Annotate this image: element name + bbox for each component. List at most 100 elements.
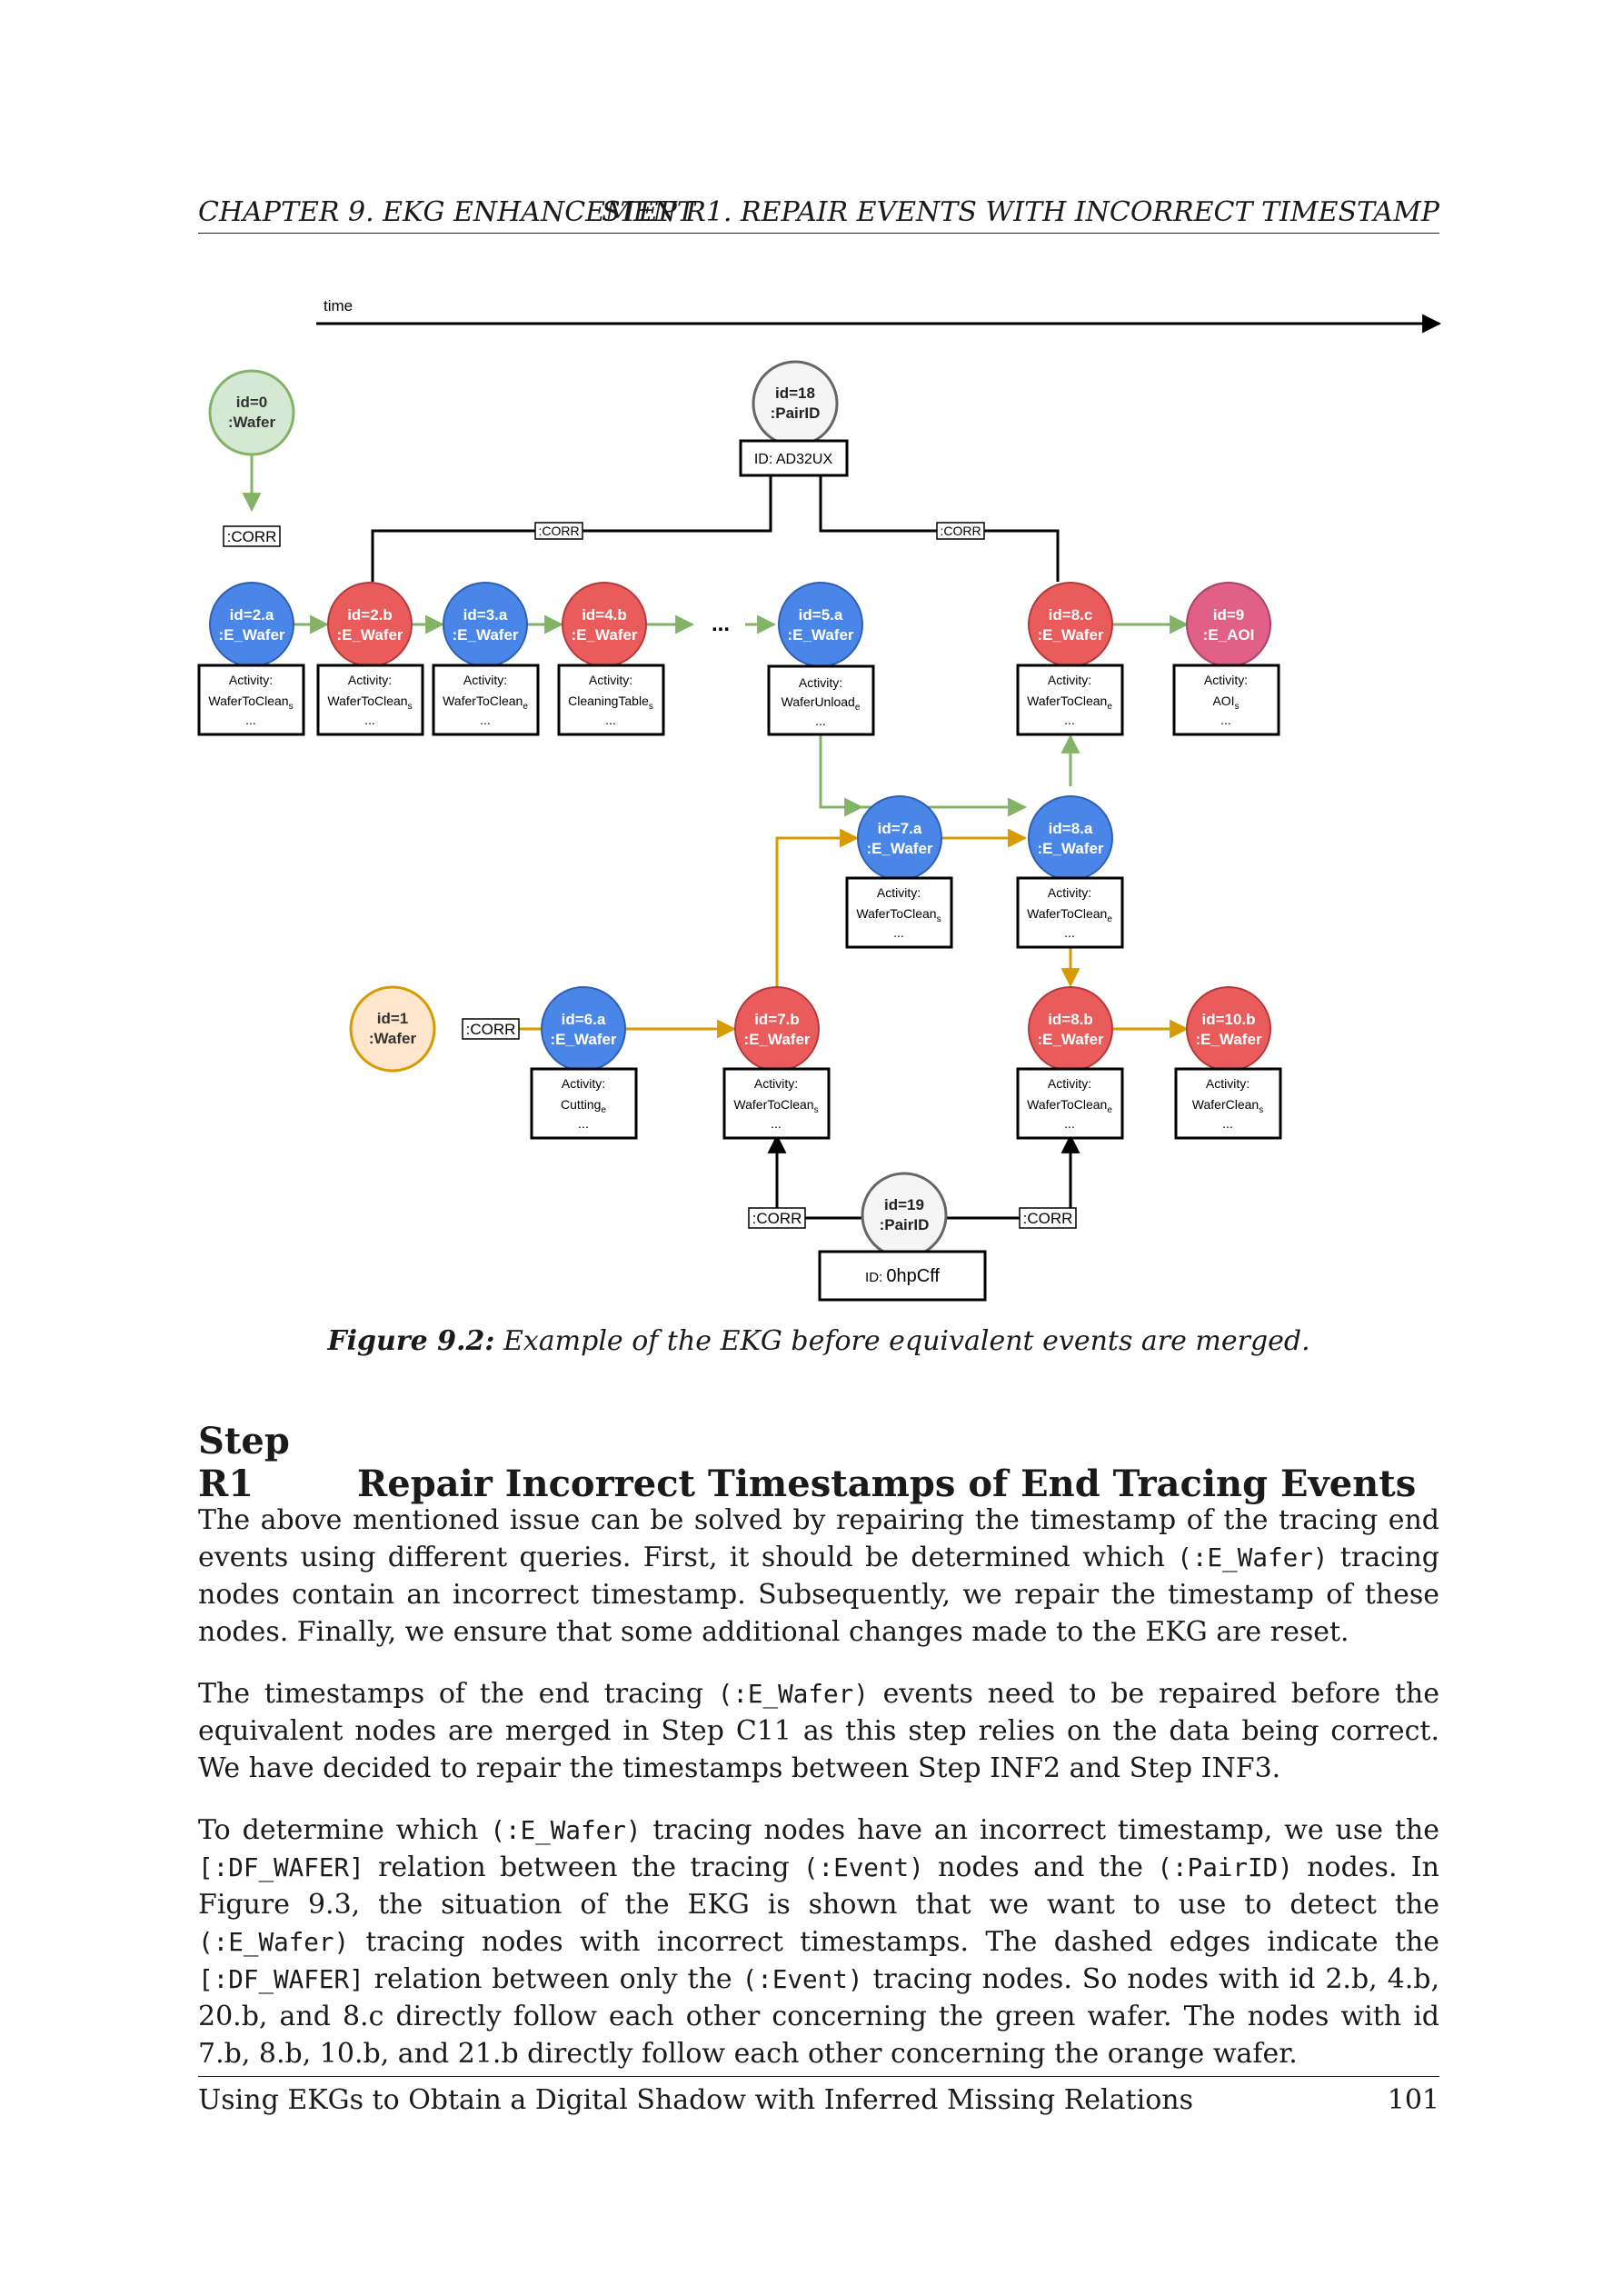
edge-19-to-7b	[767, 1133, 863, 1220]
svg-text:AOIs: AOIs	[1212, 694, 1239, 712]
svg-text:Activity:: Activity:	[754, 1076, 798, 1091]
svg-text:Activity:: Activity:	[799, 675, 842, 690]
svg-text:...: ...	[815, 714, 826, 728]
svg-text::E_Wafer: :E_Wafer	[550, 1031, 616, 1048]
svg-text::E_Wafer: :E_Wafer	[452, 626, 518, 644]
inline-code: (:E_Wafer)	[1177, 1542, 1329, 1572]
svg-text:id=5.a: id=5.a	[799, 606, 843, 624]
figure-caption: Figure 9.2: Example of the EKG before eq…	[198, 1325, 1439, 1357]
svg-text::E_Wafer: :E_Wafer	[571, 626, 637, 644]
inline-code: (:Event)	[802, 1852, 924, 1882]
svg-text::PairID: :PairID	[771, 404, 821, 422]
paragraph-2: The timestamps of the end tracing (:E_Wa…	[198, 1678, 1439, 1784]
node-event-5a: id=5.a :E_Wafer Activity: WaferUnloade .…	[767, 582, 875, 736]
node-event-8b: id=8.b :E_Wafer Activity: WaferToCleane …	[1016, 986, 1124, 1140]
svg-text:WaferToCleans: WaferToCleans	[733, 1097, 818, 1115]
edge-2b-to-18	[371, 446, 781, 582]
svg-text::E_AOI: :E_AOI	[1203, 626, 1255, 644]
svg-text::E_Wafer: :E_Wafer	[743, 1031, 810, 1048]
svg-text:id=6.a: id=6.a	[562, 1011, 606, 1028]
svg-text:id=10.b: id=10.b	[1201, 1011, 1255, 1028]
header-section: STEP R1. REPAIR EVENTS WITH INCORRECT TI…	[602, 196, 1439, 228]
svg-text:...: ...	[245, 713, 256, 727]
svg-text::E_Wafer: :E_Wafer	[866, 840, 932, 857]
node-event-7a: id=7.a :E_Wafer Activity: WaferToCleans …	[845, 795, 953, 949]
paragraph-1: The above mentioned issue can be solved …	[198, 1504, 1440, 1648]
footer-title: Using EKGs to Obtain a Digital Shadow wi…	[198, 2084, 1193, 2116]
svg-text:...: ...	[364, 713, 375, 727]
svg-text::E_Wafer: :E_Wafer	[1037, 840, 1103, 857]
svg-text:...: ...	[893, 925, 904, 940]
corr-label: :CORR	[538, 524, 579, 538]
figure-9-2: time :CORR :CORR :CORR	[182, 291, 1454, 1323]
inline-code: (:PairID)	[1157, 1852, 1293, 1882]
svg-text:WaferToCleans: WaferToCleans	[327, 694, 412, 712]
pairid-18-property: ID: AD32UX	[754, 452, 833, 467]
svg-text:id=4.b: id=4.b	[582, 606, 627, 624]
svg-text:...: ...	[605, 713, 616, 727]
svg-text:Activity:: Activity:	[229, 673, 273, 687]
svg-text::E_Wafer: :E_Wafer	[218, 626, 284, 644]
time-label: time	[324, 297, 353, 314]
node-event-2b: id=2.b :E_Wafer Activity: WaferToCleans …	[316, 582, 424, 736]
svg-text:WaferToCleane: WaferToCleane	[1027, 906, 1112, 924]
svg-text:...: ...	[1064, 1116, 1075, 1131]
caption-label: Figure 9.2:	[327, 1325, 495, 1357]
inline-code: (:E_Wafer)	[490, 1815, 642, 1845]
svg-text:WaferCleans: WaferCleans	[1192, 1097, 1263, 1115]
svg-text:Activity:: Activity:	[1048, 885, 1091, 900]
svg-text:...: ...	[1064, 713, 1075, 727]
svg-text:Activity:: Activity:	[463, 673, 507, 687]
svg-text:id=8.a: id=8.a	[1049, 820, 1093, 837]
svg-text:id=3.a: id=3.a	[463, 606, 508, 624]
inline-code: [:DF_WAFER]	[198, 1852, 364, 1882]
node-event-3a: id=3.a :E_Wafer Activity: WaferToCleane …	[432, 582, 540, 736]
svg-text:...: ...	[1064, 925, 1075, 940]
corr-label: :CORR	[752, 1210, 802, 1227]
svg-text:id=19: id=19	[884, 1196, 924, 1213]
svg-text:...: ...	[771, 1116, 782, 1131]
svg-text:...: ...	[480, 713, 491, 727]
node-event-4b: id=4.b :E_Wafer Activity: CleaningTables…	[557, 582, 665, 736]
running-header: CHAPTER 9. EKG ENHANCEMENT STEP R1. REPA…	[198, 196, 1439, 234]
inline-code: [:DF_WAFER]	[198, 1964, 364, 1994]
svg-text::E_Wafer: :E_Wafer	[336, 626, 403, 644]
svg-text:Activity:: Activity:	[589, 673, 632, 687]
header-chapter: CHAPTER 9. EKG ENHANCEMENT	[198, 196, 695, 228]
ellipsis: ...	[712, 612, 730, 636]
page-footer: Using EKGs to Obtain a Digital Shadow wi…	[198, 2076, 1439, 2116]
svg-text:WaferToCleans: WaferToCleans	[208, 694, 293, 712]
edge-5a-to-7a	[819, 734, 864, 817]
svg-text:id=8.b: id=8.b	[1048, 1011, 1093, 1028]
inline-code: (:E_Wafer)	[717, 1679, 869, 1709]
inline-code: (:E_Wafer)	[198, 1927, 350, 1957]
svg-text:...: ...	[1220, 713, 1231, 727]
svg-text:id=1: id=1	[377, 1010, 409, 1027]
corr-label: :CORR	[466, 1021, 516, 1038]
svg-text:Activity:: Activity:	[1204, 673, 1248, 687]
node-pairid-18: id=18 :PairID ID: AD32UX	[739, 360, 849, 477]
svg-text:WaferUnloade: WaferUnloade	[782, 694, 861, 713]
svg-text::E_Wafer: :E_Wafer	[1037, 1031, 1103, 1048]
svg-text:Activity:: Activity:	[1206, 1076, 1250, 1091]
pairid-19-property: ID: 0hpCff	[865, 1266, 940, 1286]
svg-text:Activity:: Activity:	[348, 673, 392, 687]
section-title: Repair Incorrect Timestamps of End Traci…	[357, 1462, 1417, 1505]
svg-text:id=8.c: id=8.c	[1049, 606, 1093, 624]
svg-text:id=18: id=18	[775, 384, 815, 402]
node-event-6a: id=6.a :E_Wafer Activity: Cuttinge ...	[530, 986, 638, 1140]
node-wafer-1: id=1 :Wafer	[349, 985, 436, 1073]
svg-text:CleaningTables: CleaningTables	[568, 694, 653, 712]
inline-code: (:Event)	[742, 1964, 863, 1994]
svg-text:id=2.a: id=2.a	[230, 606, 274, 624]
svg-text:Cuttinge: Cuttinge	[561, 1097, 606, 1115]
node-event-8c: id=8.c :E_Wafer Activity: WaferToCleane …	[1016, 582, 1124, 736]
svg-text:WaferToCleane: WaferToCleane	[1027, 1097, 1112, 1115]
svg-text::PairID: :PairID	[880, 1216, 930, 1233]
svg-text:id=9: id=9	[1213, 606, 1245, 624]
corr-labels: :CORR :CORR :CORR :CORR :CORR :CORR	[223, 522, 1077, 1229]
svg-text:...: ...	[578, 1116, 589, 1131]
svg-text:Activity:: Activity:	[562, 1076, 605, 1091]
svg-text:id=7.a: id=7.a	[878, 820, 922, 837]
